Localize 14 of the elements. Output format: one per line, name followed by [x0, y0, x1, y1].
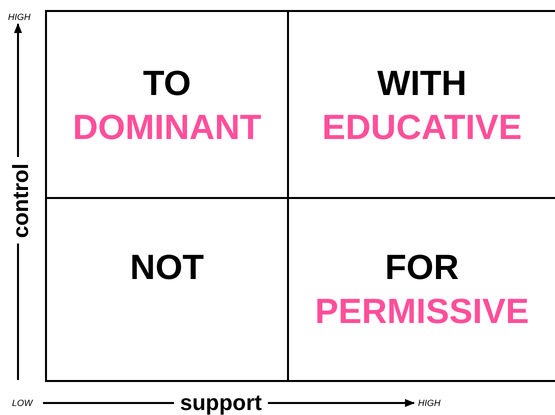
axis-title: support [180, 390, 262, 415]
axis-end-label: LOW [12, 398, 33, 408]
quadrant-label: PERMISSIVE [315, 291, 529, 333]
quadrant-heading: NOT [130, 247, 204, 289]
quadrant-cell [45, 10, 289, 199]
quadrant-label: DOMINANT [72, 107, 262, 149]
quadrant-label: EDUCATIVE [322, 107, 522, 149]
axis-title: control [8, 162, 34, 238]
axis-end-label: HIGH [8, 12, 30, 22]
quadrant-heading: FOR [385, 247, 459, 289]
quadrant-heading: TO [143, 63, 191, 105]
quadrant-cell [45, 197, 289, 382]
axis-end-label: HIGH [418, 398, 440, 408]
quadrant-heading: WITH [377, 63, 467, 105]
